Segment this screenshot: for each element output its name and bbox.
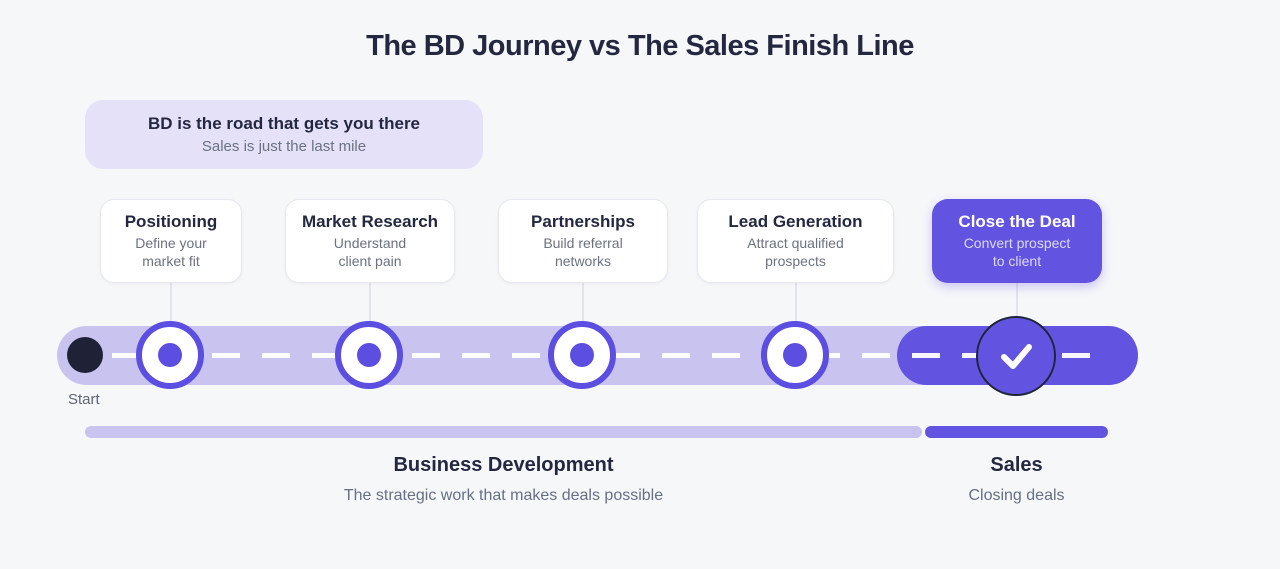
start-label: Start — [68, 391, 100, 408]
legend-bd: Business Development The strategic work … — [85, 454, 922, 505]
callout-subheading: Sales is just the last mile — [201, 138, 367, 155]
check-icon — [994, 334, 1038, 378]
card-desc-line: client pain — [338, 253, 402, 270]
card-desc-line: prospects — [765, 253, 826, 270]
card-desc-line: Attract qualified — [747, 235, 844, 252]
milestone-marker-dot — [357, 343, 381, 367]
milestone-marker — [761, 321, 829, 389]
milestone-marker-dot — [570, 343, 594, 367]
callout-heading: BD is the road that gets you there — [147, 114, 421, 133]
start-dot — [67, 337, 103, 373]
card-desc: Attract qualified prospects — [747, 234, 844, 270]
connector-line — [795, 283, 797, 323]
connector-line — [170, 283, 172, 323]
card-desc-line: Build referral — [543, 235, 623, 252]
milestone-card-positioning: Positioning Define your market fit — [100, 199, 242, 283]
milestone-card-partnerships: Partnerships Build referral networks — [498, 199, 668, 283]
card-title: Partnerships — [531, 211, 635, 231]
card-title: Market Research — [301, 211, 439, 231]
card-desc: Define your market fit — [135, 234, 207, 270]
card-title: Close the Deal — [958, 211, 1076, 231]
legend-bd-title: Business Development — [393, 454, 614, 476]
connector-line — [369, 283, 371, 323]
card-desc-line: Define your — [135, 235, 207, 252]
milestone-marker — [335, 321, 403, 389]
legend-sales-subtitle: Closing deals — [968, 487, 1065, 504]
legend-sales-title: Sales — [990, 454, 1043, 476]
callout-badge: BD is the road that gets you there Sales… — [85, 100, 483, 169]
progress-bar-bd — [85, 426, 922, 438]
connector-line — [1016, 283, 1018, 316]
milestone-marker — [136, 321, 204, 389]
card-desc: Understand client pain — [334, 234, 406, 270]
legend-sales: Sales Closing deals — [925, 454, 1108, 505]
card-desc-line: networks — [554, 253, 612, 270]
legend-bd-subtitle: The strategic work that makes deals poss… — [343, 487, 664, 504]
milestone-marker-dot — [158, 343, 182, 367]
page-title: The BD Journey vs The Sales Finish Line — [366, 30, 914, 62]
milestone-card-lead-generation: Lead Generation Attract qualified prospe… — [697, 199, 894, 283]
card-title: Positioning — [124, 211, 218, 231]
card-desc-line: Understand — [333, 235, 407, 252]
progress-bar-sales — [925, 426, 1108, 438]
card-desc: Convert prospect to client — [964, 234, 1071, 270]
card-desc-line: Convert prospect — [963, 235, 1071, 252]
milestone-card-close-the-deal: Close the Deal Convert prospect to clien… — [932, 199, 1102, 283]
milestone-marker-dot — [783, 343, 807, 367]
milestone-card-market-research: Market Research Understand client pain — [285, 199, 455, 283]
connector-line — [582, 283, 584, 323]
card-title: Lead Generation — [728, 211, 863, 231]
card-desc-line: to client — [992, 253, 1042, 270]
card-desc: Build referral networks — [543, 234, 622, 270]
finish-marker — [976, 316, 1056, 396]
card-desc-line: market fit — [142, 253, 200, 270]
milestone-marker — [548, 321, 616, 389]
